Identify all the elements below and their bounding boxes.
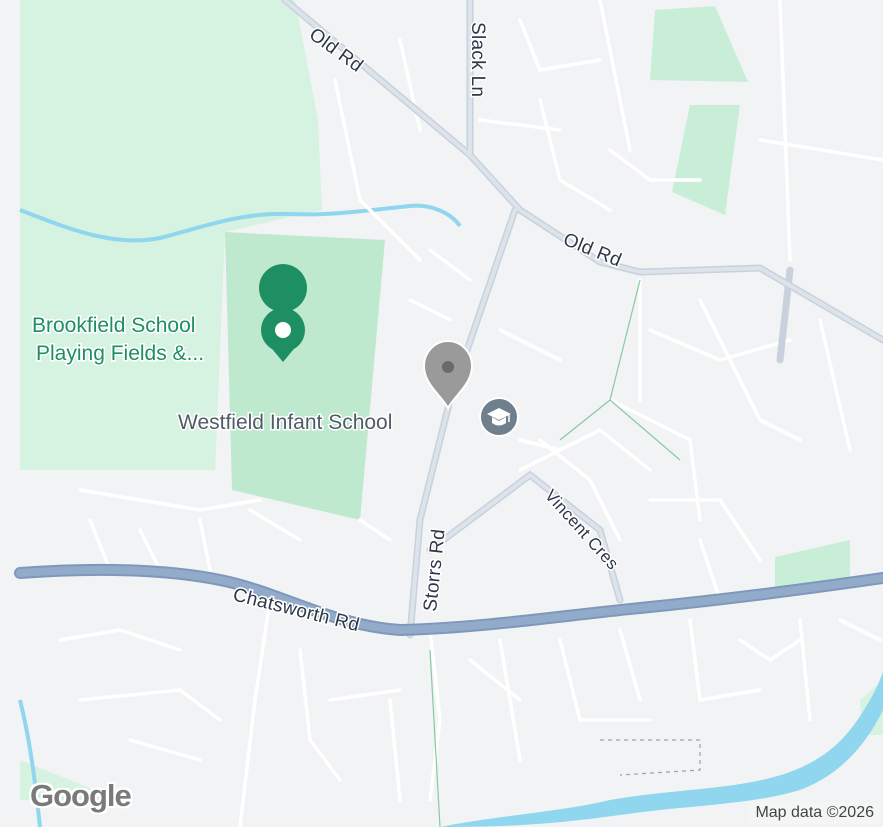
chatsworth-road-fill bbox=[16, 565, 883, 635]
stream-north bbox=[19, 203, 462, 243]
map-attribution[interactable]: Map data ©2026 bbox=[749, 802, 880, 824]
stream-west bbox=[18, 699, 42, 827]
park-area-ne2 bbox=[672, 105, 740, 215]
medium-road-fill bbox=[283, 0, 883, 637]
park-area-ne1 bbox=[650, 6, 748, 82]
dropped-pin-icon[interactable] bbox=[422, 339, 474, 411]
poi-label-brookfield-line1[interactable]: Brookfield School bbox=[31, 313, 197, 339]
park-marker-icon[interactable] bbox=[259, 264, 308, 362]
playing-fields bbox=[225, 232, 385, 520]
minor-roads bbox=[58, 0, 883, 827]
road-label-slack-ln: Slack Ln bbox=[467, 22, 488, 97]
poi-label-brookfield-line2[interactable]: Playing Fields &... bbox=[35, 341, 206, 367]
footpaths bbox=[429, 279, 681, 827]
dashed-path bbox=[600, 739, 701, 776]
poi-label-westfield[interactable]: Westfield Infant School bbox=[177, 410, 394, 436]
park-area-se bbox=[775, 540, 850, 590]
school-icon[interactable] bbox=[479, 397, 519, 437]
river bbox=[440, 672, 883, 827]
park-area-sw bbox=[20, 760, 120, 800]
google-logo: Google bbox=[30, 778, 132, 813]
